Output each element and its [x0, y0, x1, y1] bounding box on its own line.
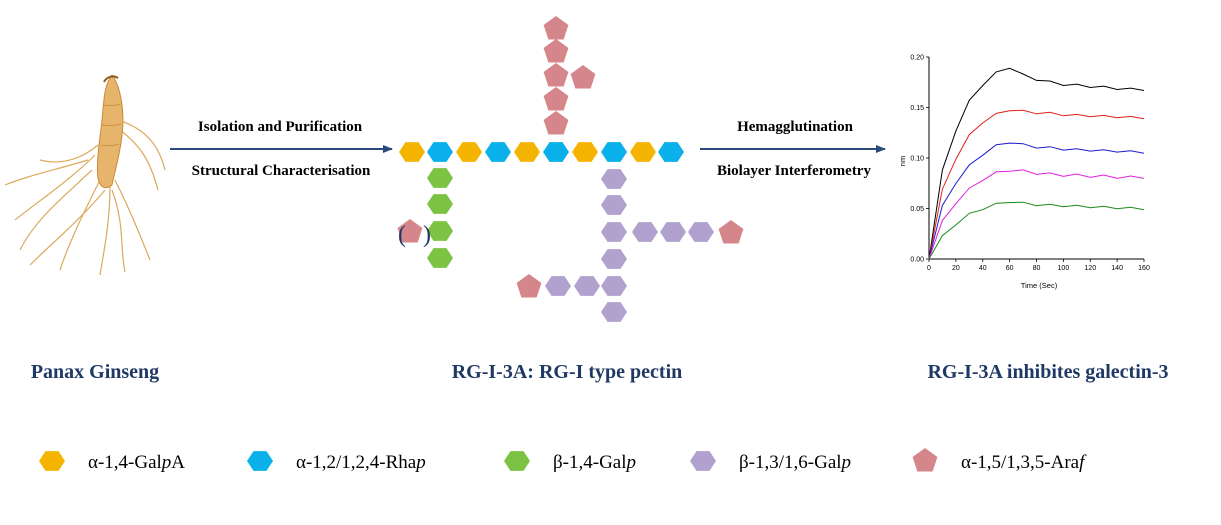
- series-line-5: [928, 201, 1145, 260]
- chart-x-axis-label: Time (Sec): [1021, 281, 1058, 290]
- gal136-legend-swatch: [690, 451, 716, 471]
- x-tick-label: 20: [952, 265, 960, 272]
- gal14-hexagon: [427, 168, 453, 188]
- chart-axes: 0 20 40 60 80 100 120 140 160 0.00 0.05 0.10 0.15 0.2…: [910, 55, 1150, 273]
- x-tick-label: 40: [979, 265, 987, 272]
- y-tick-label: 0.10: [910, 156, 924, 163]
- biolayer-interferometry-label: Biolayer Interferometry: [717, 163, 871, 179]
- gal136-hexagon: [601, 169, 627, 189]
- gal14-legend-swatch: [504, 451, 530, 471]
- legend-label-rhap: α-1,2/1,2,4-Rhap: [296, 452, 426, 473]
- sugar-legend: α-1,4-GalpA α-1,2/1,2,4-Rhap β-1,4-Galp β-1…: [39, 448, 1087, 473]
- series-line-1: [928, 67, 1145, 260]
- gal136-hexagon: [601, 195, 627, 215]
- gal136-hexagon: [632, 222, 658, 242]
- araf-pentagon: [516, 274, 542, 298]
- araf-pentagon: [570, 65, 596, 89]
- gal136-hexagon: [601, 276, 627, 296]
- gal136-hexagon: [545, 276, 571, 296]
- galpa-hexagon: [456, 142, 482, 162]
- araf-pentagon: [543, 16, 569, 40]
- gal136-hexagon: [601, 249, 627, 269]
- hemagglutination-label: Hemagglutination: [737, 119, 853, 135]
- legend-label-gal136: β-1,3/1,6-Galp: [739, 452, 851, 473]
- x-tick-label: 140: [1111, 265, 1123, 272]
- pectin-title: RG-I-3A: RG-I type pectin: [452, 361, 683, 383]
- araf-legend-swatch: [912, 448, 938, 472]
- araf-pentagon: [543, 39, 569, 63]
- galpa-hexagon: [630, 142, 656, 162]
- rhap-hexagon: [543, 142, 569, 162]
- galpa-hexagon: [514, 142, 540, 162]
- legend-label-araf: α-1,5/1,3,5-Araf: [961, 452, 1087, 473]
- rhap-hexagon: [485, 142, 511, 162]
- gal14-hexagon: [427, 221, 453, 241]
- y-tick-label: 0.05: [910, 206, 924, 213]
- rg-i-pectin-structure: [397, 16, 744, 322]
- galpa-hexagon: [572, 142, 598, 162]
- chart-y-axis-label: nm: [898, 156, 907, 166]
- x-tick-label: 100: [1058, 265, 1070, 272]
- rhap-legend-swatch: [247, 451, 273, 471]
- x-tick-label: 0: [927, 265, 931, 272]
- x-tick-label: 60: [1006, 265, 1014, 272]
- open-parenthesis: (: [398, 222, 406, 248]
- y-tick-label: 0.00: [910, 257, 924, 264]
- araf-pentagon: [543, 111, 569, 135]
- galpa-legend-swatch: [39, 451, 65, 471]
- gal136-hexagon: [660, 222, 686, 242]
- rhap-hexagon: [658, 142, 684, 162]
- chart-lines: [928, 67, 1145, 260]
- galectin-inhibition-title: RG-I-3A inhibites galectin-3: [927, 361, 1168, 383]
- x-tick-label: 80: [1033, 265, 1041, 272]
- structural-characterisation-label: Structural Characterisation: [192, 163, 371, 179]
- galpa-hexagon: [399, 142, 425, 162]
- series-line-3: [928, 142, 1145, 260]
- gal14-hexagon: [427, 194, 453, 214]
- x-tick-label: 120: [1084, 265, 1096, 272]
- rhap-hexagon: [427, 142, 453, 162]
- y-tick-label: 0.20: [910, 55, 924, 62]
- gal136-hexagon: [688, 222, 714, 242]
- araf-pentagon: [397, 219, 423, 243]
- bli-sensorgram-chart: 0 20 40 60 80 100 120 140 160 0.00 0.05 0.10 0.15 0.2…: [898, 55, 1150, 291]
- close-parenthesis: ): [423, 222, 431, 248]
- ginseng-root-image: [4, 74, 166, 276]
- gal14-hexagon: [427, 248, 453, 268]
- gal136-hexagon: [601, 222, 627, 242]
- series-line-2: [928, 109, 1145, 260]
- araf-pentagon: [718, 220, 744, 244]
- x-tick-label: 160: [1138, 265, 1150, 272]
- isolation-purification-label: Isolation and Purification: [198, 119, 363, 135]
- series-line-4: [928, 169, 1145, 260]
- panax-ginseng-title: Panax Ginseng: [31, 361, 159, 383]
- y-tick-label: 0.15: [910, 105, 924, 112]
- rhap-hexagon: [601, 142, 627, 162]
- legend-label-gal14: β-1,4-Galp: [553, 452, 636, 473]
- legend-label-galpa: α-1,4-GalpA: [88, 452, 185, 473]
- araf-pentagon: [543, 87, 569, 111]
- gal136-hexagon: [601, 302, 627, 322]
- araf-pentagon: [543, 63, 569, 87]
- gal136-hexagon: [574, 276, 600, 296]
